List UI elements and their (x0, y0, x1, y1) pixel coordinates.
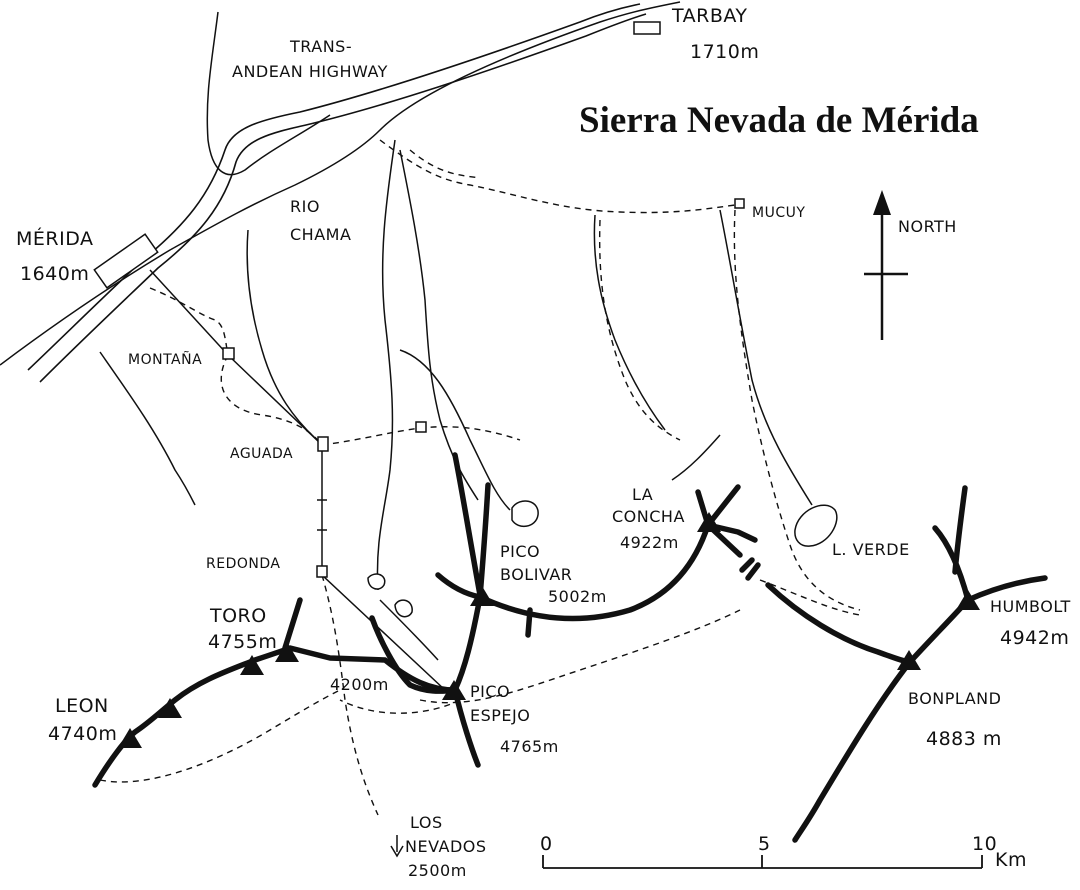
toro-label: TORO (209, 605, 267, 627)
scale-tick-10: 10 (972, 833, 997, 855)
aguada-station (317, 436, 329, 452)
aguada-label: AGUADA (230, 446, 293, 462)
lake-small-1 (511, 500, 539, 527)
streams (99, 139, 813, 661)
map-title: Sierra Nevada de Mérida (579, 100, 979, 141)
peak-humbolt (956, 590, 980, 610)
highway-label-line-1: TRANS- (289, 37, 352, 56)
montana-station (222, 347, 235, 360)
bonpland-label: BONPLAND (908, 689, 1001, 708)
peak-pico-bolivar (470, 586, 494, 606)
peak-intermediate-2 (240, 655, 264, 675)
redonda-label: REDONDA (206, 556, 280, 572)
highway-label-line-2: ANDEAN HIGHWAY (232, 62, 388, 81)
cable-car-line (149, 269, 446, 691)
north-label: NORTH (898, 217, 957, 236)
pico-espejo-altitude: 4765m (500, 737, 559, 756)
pico-bolivar-label-1: PICO (500, 542, 540, 561)
humbolt-label: HUMBOLT (990, 597, 1071, 616)
peak-bonpland (897, 650, 921, 670)
los-nevados-label-2: NEVADOS (405, 837, 487, 856)
peak-intermediate-1 (158, 698, 182, 718)
lake-small-3 (394, 599, 413, 618)
toro-altitude: 4755m (208, 631, 277, 653)
peaks (118, 512, 980, 748)
scale-tick-5: 5 (758, 833, 771, 855)
bonpland-altitude: 4883 m (926, 728, 1002, 750)
los-nevados-altitude: 2500m (408, 861, 467, 880)
mucuy-label: MUCUY (752, 205, 805, 221)
pico-bolivar-label-2: BOLIVAR (500, 565, 572, 584)
laguna-verde-lake (794, 504, 838, 547)
trans-andean-highway (27, 3, 647, 383)
la-concha-altitude: 4922m (620, 533, 679, 552)
merida-label: MÉRIDA (16, 227, 94, 250)
merida-town-marker (93, 233, 159, 289)
la-concha-label-2: CONCHA (612, 507, 685, 526)
los-nevados-arrow-icon (390, 835, 404, 858)
mucuy-marker (734, 198, 745, 209)
leon-label: LEON (55, 695, 109, 717)
la-concha-label-1: LA (632, 485, 653, 504)
highway-branch (206, 11, 331, 176)
peak-la-concha (697, 512, 721, 532)
montana-label: MONTAÑA (128, 351, 202, 368)
pico-espejo-label-2: ESPEJO (470, 706, 530, 725)
merida-altitude: 1640m (20, 263, 89, 285)
leon-altitude: 4740m (48, 723, 117, 745)
los-nevados-label-1: LOS (410, 813, 443, 832)
north-arrowhead-icon (873, 190, 891, 215)
hut-marker (415, 421, 427, 433)
laguna-verde-label: L. VERDE (832, 540, 910, 559)
north-arrow (864, 190, 908, 340)
peak-pico-espejo (442, 680, 466, 700)
humbolt-altitude: 4942m (1000, 627, 1069, 649)
rio-chama-label-1: RIO (290, 197, 320, 216)
tarbay-marker (633, 21, 661, 35)
scale-unit: Km (995, 849, 1027, 871)
peak-leon (118, 728, 142, 748)
pico-espejo-label-1: PICO (470, 682, 510, 701)
trails (99, 139, 861, 816)
peak-toro (275, 642, 299, 662)
lake-small-2 (367, 573, 386, 590)
tarbay-label: TARBAY (671, 5, 748, 27)
scale-bar (542, 855, 983, 869)
pico-bolivar-altitude: 5002m (548, 587, 607, 606)
rio-chama-river (0, 1, 681, 366)
redonda-station (316, 565, 328, 578)
rio-chama-label-2: CHAMA (290, 225, 351, 244)
tarbay-altitude: 1710m (690, 41, 759, 63)
scale-tick-0: 0 (540, 833, 553, 855)
pass-altitude: 4200m (330, 675, 389, 694)
